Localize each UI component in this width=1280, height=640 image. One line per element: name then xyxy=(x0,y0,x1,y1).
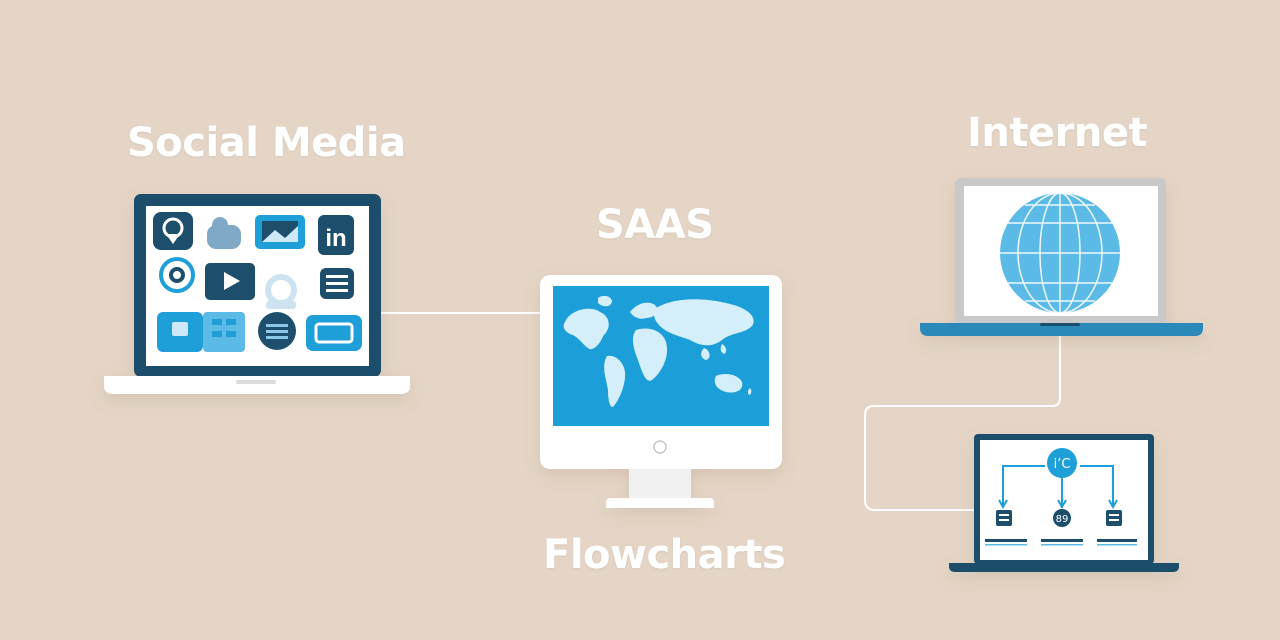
connector-internet-flowchart xyxy=(864,332,1061,511)
connector-lines xyxy=(380,312,1061,511)
social-icons-grid: in xyxy=(153,212,362,352)
menu-icon xyxy=(320,268,354,299)
location-pin-icon xyxy=(153,212,193,250)
globe-badge-icon xyxy=(258,312,296,350)
user-icon xyxy=(265,274,297,309)
flowchart-left-node xyxy=(996,510,1012,526)
at-sign-icon xyxy=(159,257,195,293)
flowchart-diagram: і’C 89 xyxy=(985,448,1137,546)
flowchart-mid-text: 89 xyxy=(1056,514,1069,525)
flowchart-bars xyxy=(985,539,1137,546)
mail-icon xyxy=(306,315,362,351)
play-icon xyxy=(205,263,255,300)
flowcharts-label: Flowcharts xyxy=(543,532,786,578)
flowchart-right-node xyxy=(1106,510,1122,526)
image-icon xyxy=(255,215,305,249)
cloud-icon xyxy=(207,217,241,249)
flowchart-mid-node: 89 xyxy=(1053,509,1071,527)
grid-icon xyxy=(203,312,245,352)
internet-label: Internet xyxy=(967,110,1148,156)
saas-label: SAAS xyxy=(596,202,714,248)
flowchart-root-text: і’C xyxy=(1054,457,1071,472)
chat-icon xyxy=(157,312,203,352)
globe-icon xyxy=(1000,192,1120,314)
flowchart-root-node: і’C xyxy=(1047,448,1077,478)
svg-text:in: in xyxy=(325,225,346,252)
social-media-label: Social Media xyxy=(127,120,406,166)
linkedin-icon: in xyxy=(318,215,354,255)
world-map xyxy=(563,295,754,407)
